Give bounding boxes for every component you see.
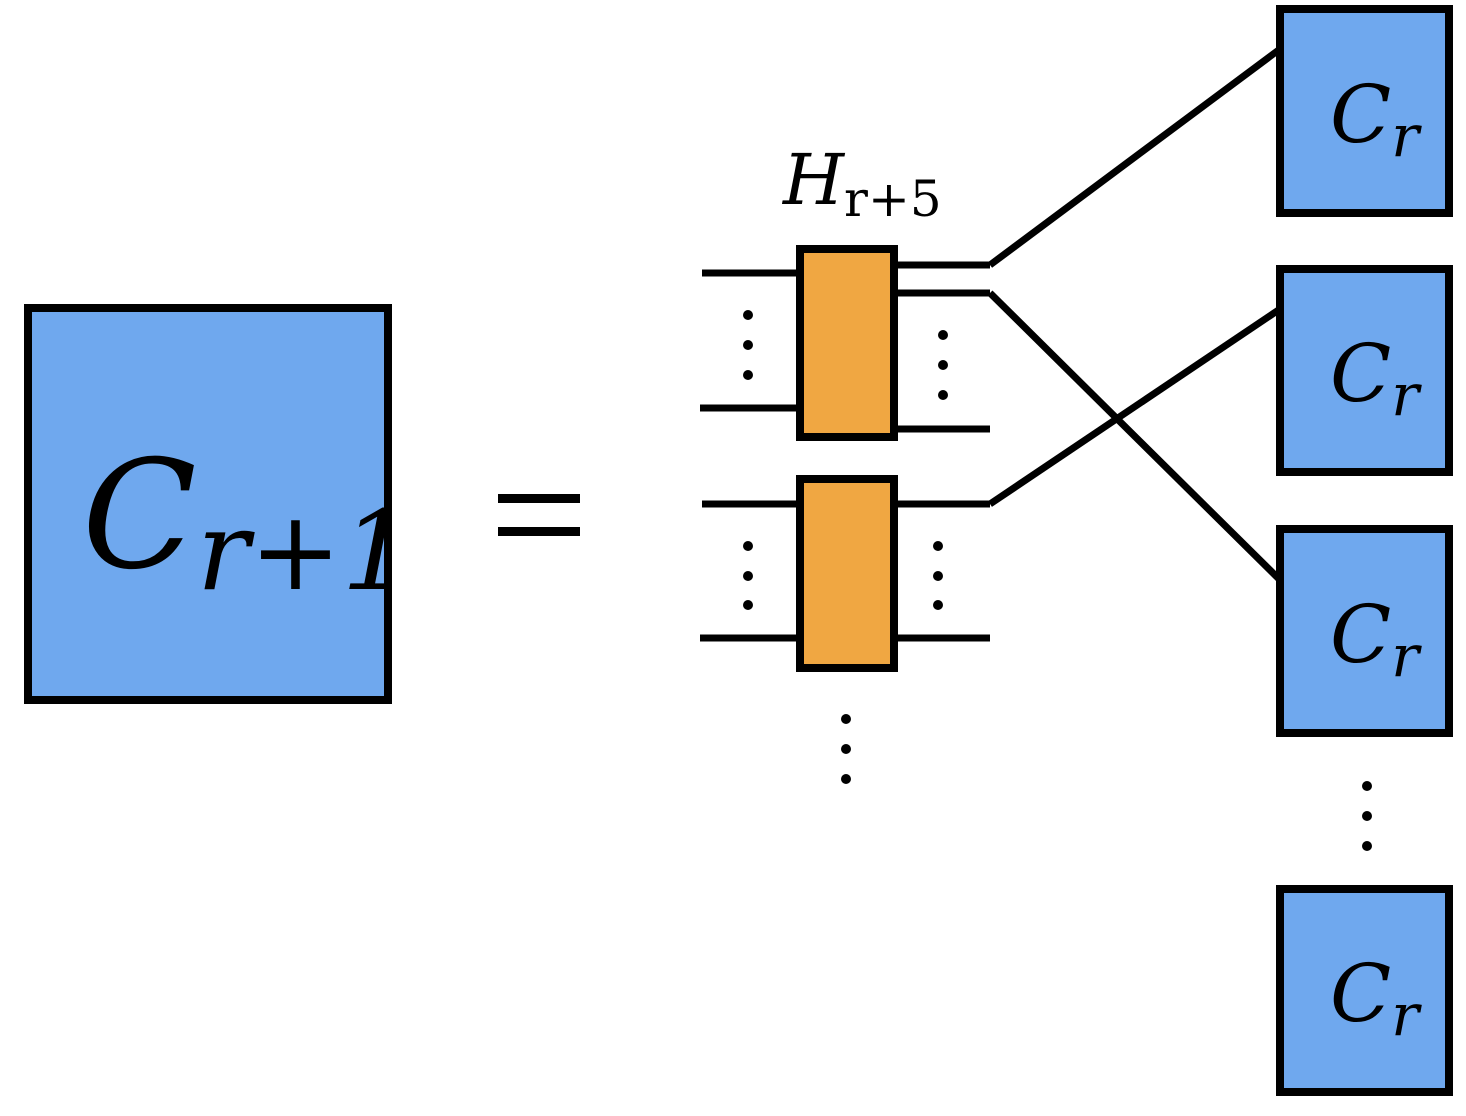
lhs-tensor-box bbox=[24, 304, 392, 704]
rhs-tensor-label: Cr bbox=[1330, 947, 1422, 1049]
gate-label: Hr+5 bbox=[781, 139, 942, 228]
connection-wires bbox=[987, 46, 1283, 583]
rhs-tensor-label: Cr bbox=[1330, 68, 1422, 170]
ellipsis-lower-left bbox=[743, 541, 753, 610]
rhs-tensor-label: Cr bbox=[1330, 588, 1422, 690]
lhs-tensor-label: Cr+1 bbox=[82, 429, 412, 615]
ellipsis-upper-right bbox=[938, 330, 948, 400]
rhs-tensor-2: Cr bbox=[1276, 265, 1453, 476]
gate-lower bbox=[796, 475, 898, 672]
lower-gate-wires bbox=[700, 500, 990, 642]
ellipsis-lower-right bbox=[933, 541, 943, 610]
ellipsis-rhs bbox=[1362, 781, 1372, 851]
ellipsis-upper-left bbox=[743, 310, 753, 380]
rhs-tensor-4: Cr bbox=[1276, 885, 1453, 1096]
rhs-tensor-1: Cr bbox=[1276, 5, 1453, 217]
equals-sign bbox=[498, 494, 580, 536]
lhs-tensor: Cr+1 bbox=[24, 304, 412, 704]
gate-upper bbox=[796, 245, 898, 441]
upper-gate-wires bbox=[700, 261, 990, 433]
ellipsis-gates bbox=[841, 714, 851, 784]
rhs-tensor-3: Cr bbox=[1276, 525, 1453, 737]
rhs-tensor-label: Cr bbox=[1330, 327, 1422, 429]
